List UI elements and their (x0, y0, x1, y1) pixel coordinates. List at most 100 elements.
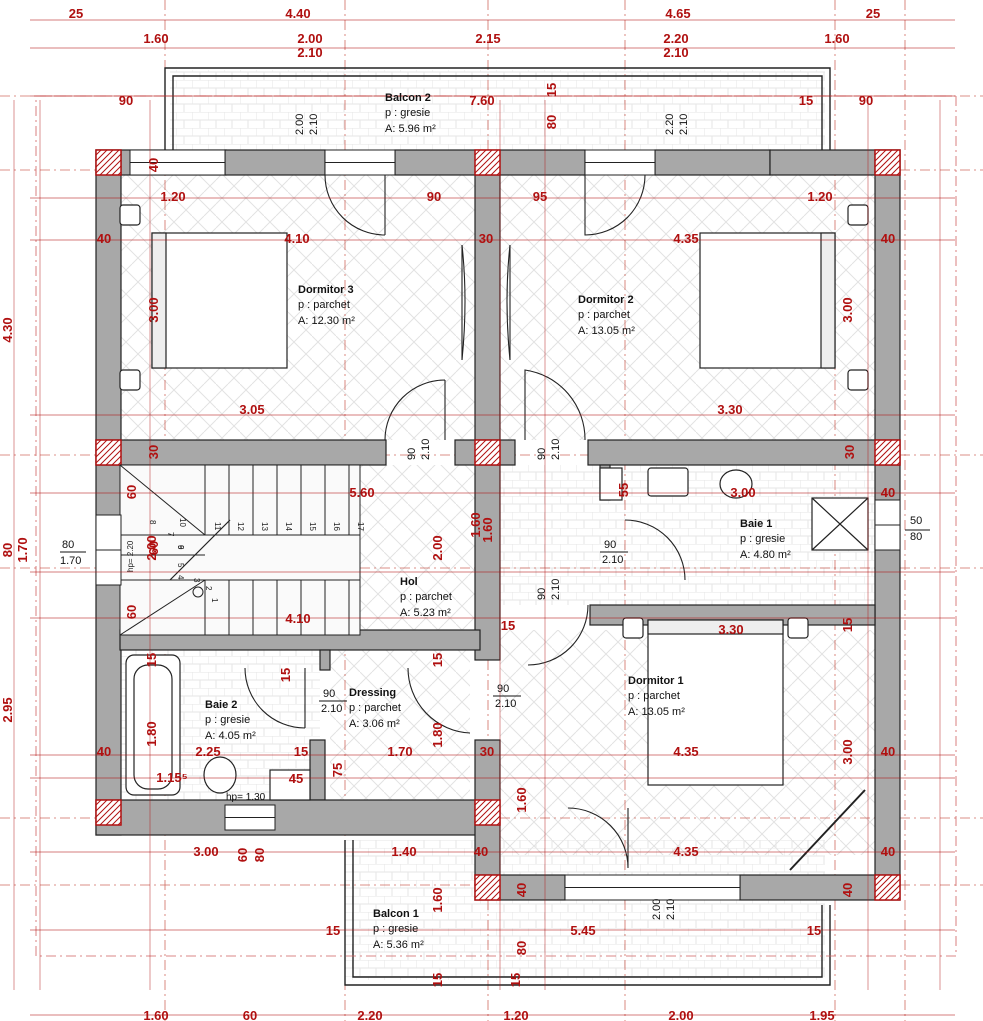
room-name: Dormitor 1 (628, 675, 684, 687)
dimension-label: 3.00 (193, 844, 218, 859)
svg-text:2.00: 2.00 (294, 114, 306, 135)
room-floor: p : parchet (349, 702, 401, 714)
dimension-label: 30 (479, 231, 493, 246)
dimension-label: 2.10 (297, 45, 322, 60)
dimension-label: 1.80 (430, 722, 445, 747)
door-swings (244, 174, 686, 869)
right-window-fraction-bottom: 80 (910, 531, 922, 543)
dimension-label: 5.60 (349, 485, 374, 500)
dimension-label: 4.65 (665, 6, 690, 21)
room-name: Dormitor 3 (298, 284, 354, 296)
stair-step-number: 7 (166, 532, 175, 537)
room-label: Balcon 2 p : gresie A: 5.96 m² (385, 92, 436, 135)
room-floor: p : parchet (400, 591, 452, 603)
dimension-label: 4.40 (285, 6, 310, 21)
stair-step-number: 1 (210, 598, 219, 603)
dimension-label: 40 (881, 844, 895, 859)
dimension-label: 80 (544, 115, 559, 129)
dimension-label: 4.10 (284, 231, 309, 246)
dimension-label: 25 (69, 6, 83, 21)
dimension-label: 55 (616, 483, 631, 497)
dimension-label: 4.35 (673, 844, 698, 859)
dimension-label: 30 (146, 445, 161, 459)
room-name: Baie 1 (740, 518, 772, 530)
dimension-label: 2.00 (144, 535, 159, 560)
svg-text:90: 90 (536, 448, 548, 460)
dimension-label: 40 (146, 158, 161, 172)
dimension-label: 4.35 (673, 744, 698, 759)
walls (95, 149, 901, 901)
room-area: A: 13.05 m² (628, 706, 685, 718)
fixtures (119, 204, 869, 871)
room-area: A: 12.30 m² (298, 315, 355, 327)
svg-text:90: 90 (604, 539, 616, 551)
stair-step-number: 13 (260, 522, 269, 531)
dimension-label: 3.30 (717, 402, 742, 417)
svg-text:2.00: 2.00 (651, 899, 663, 920)
dimension-label: 2.20 (357, 1008, 382, 1021)
dimension-label: 1.70 (15, 537, 30, 562)
stair-step-number: 3 (192, 578, 201, 583)
stair-step-number: 6 (176, 545, 185, 550)
room-floor: p : gresie (385, 107, 430, 119)
svg-text:90: 90 (497, 683, 509, 695)
wall-windows (95, 149, 901, 901)
room-area: A: 5.96 m² (385, 123, 436, 135)
dimension-label: 5.45 (570, 923, 595, 938)
room-name: Balcon 1 (373, 908, 419, 920)
dimension-label: 75 (330, 763, 345, 777)
dimension-label: 30 (480, 744, 494, 759)
dimension-label: 1.70 (387, 744, 412, 759)
right-window-fraction-top: 50 (910, 515, 922, 527)
annotations: hp= 2.20 hp= 1.30 80 1.70 50 80 12345678… (60, 515, 930, 803)
svg-text:90: 90 (323, 688, 335, 700)
dimension-label: 7.60 (469, 93, 494, 108)
room-name: Baie 2 (205, 699, 237, 711)
dimension-label: 60 (146, 541, 161, 555)
svg-text:90: 90 (406, 448, 418, 460)
stair-step-number: 2 (204, 586, 213, 591)
dimension-label: 60 (235, 848, 250, 862)
dimension-label: 1.60 (824, 31, 849, 46)
room-name: Balcon 2 (385, 92, 431, 104)
hp-label-bath: hp= 1.30 (226, 792, 266, 803)
dimension-label: 4.35 (673, 231, 698, 246)
dimension-label: 15 (501, 618, 515, 633)
stair-step-number: 14 (284, 522, 293, 531)
room-area: A: 3.06 m² (349, 718, 400, 730)
window-opening-label: 902.10 (600, 539, 628, 566)
dimension-label: 1.60 (480, 517, 495, 542)
dimension-label: 40 (97, 744, 111, 759)
dimension-label: 2.10 (663, 45, 688, 60)
svg-text:2.10: 2.10 (550, 579, 562, 600)
dimension-label: 45 (289, 771, 303, 786)
dimension-label: 2.25 (195, 744, 220, 759)
dimension-label: 15 (144, 653, 159, 667)
dimension-label: 60 (124, 485, 139, 499)
dimension-label: 1.60 (468, 512, 483, 537)
stair-step-number: 10 (178, 518, 187, 527)
svg-text:2.20: 2.20 (664, 114, 676, 135)
svg-text:2.10: 2.10 (550, 439, 562, 460)
room-floor: p : gresie (373, 923, 418, 935)
dimension-label: 1.60 (143, 31, 168, 46)
dimension-label: 60 (243, 1008, 257, 1021)
svg-text:2.10: 2.10 (321, 703, 342, 715)
stair-step-number: 15 (308, 522, 317, 531)
dimension-label: 90 (427, 189, 441, 204)
dimension-label: 15 (807, 923, 821, 938)
left-window-fraction-top: 80 (62, 539, 74, 551)
dimension-label: 80 (252, 848, 267, 862)
dimension-label: 1.15⁵ (156, 770, 187, 785)
dimension-label: 2.20 (663, 31, 688, 46)
